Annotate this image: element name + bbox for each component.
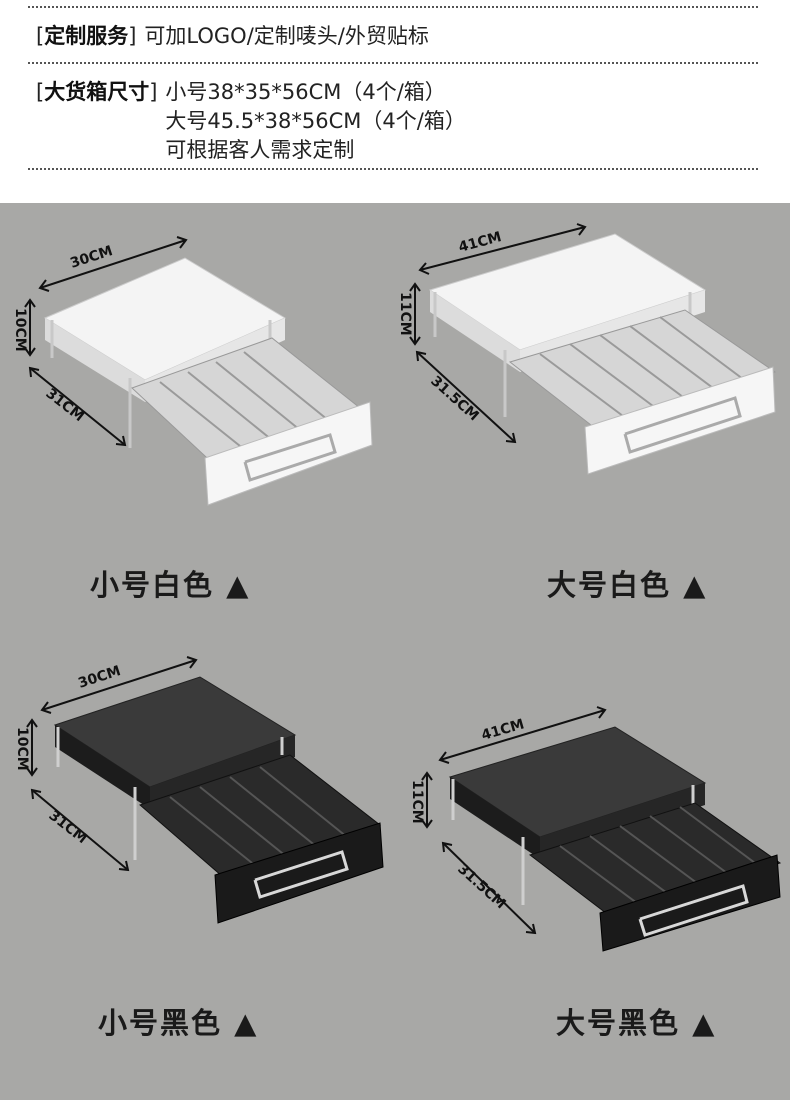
depth-label: 31CM — [46, 808, 90, 848]
spec-values: 小号38*35*56CM（4个/箱） 大号45.5*38*56CM（4个/箱） … — [165, 78, 465, 165]
spec-custom-service: [定制服务] 可加LOGO/定制唛头/外贸贴标 — [36, 22, 429, 51]
divider-bottom — [28, 168, 758, 170]
divider-middle — [28, 62, 758, 64]
product-small-white: 30CM 10CM 31CM — [0, 230, 395, 520]
width-label: 41CM — [457, 229, 503, 256]
spec-label: [定制服务] — [36, 24, 137, 48]
product-caption: 小号黑色 ▲ — [98, 1006, 259, 1040]
spec-carton-size: [大货箱尺寸] 小号38*35*56CM（4个/箱） 大号45.5*38*56C… — [36, 78, 466, 165]
height-label: 11CM — [397, 292, 413, 336]
product-large-black: 41CM 11CM 31.5CM — [395, 705, 790, 955]
product-large-white: 41CM 11CM 31.5CM — [395, 222, 790, 512]
depth-label: 31.5CM — [454, 861, 508, 912]
spec-value-line: 可加LOGO/定制唛头/外贸贴标 — [144, 24, 429, 48]
spec-value-line: 大号45.5*38*56CM（4个/箱） — [165, 109, 466, 133]
height-label: 11CM — [409, 780, 425, 824]
height-label: 10CM — [12, 308, 28, 352]
spec-label: [大货箱尺寸] — [36, 80, 158, 104]
depth-label: 31CM — [43, 386, 87, 426]
spec-value-line: 可根据客人需求定制 — [165, 138, 355, 162]
drawer-illustration: 30CM 10CM 31CM — [14, 656, 384, 924]
width-label: 30CM — [76, 663, 123, 692]
product-caption: 小号白色 ▲ — [90, 568, 251, 602]
product-small-black: 30CM 10CM 31CM — [0, 655, 395, 945]
depth-label: 31.5CM — [427, 373, 481, 424]
drawer-illustration: 41CM 11CM 31.5CM — [397, 223, 777, 475]
width-label: 41CM — [480, 716, 526, 743]
product-caption: 大号黑色 ▲ — [556, 1006, 717, 1040]
height-label: 10CM — [14, 727, 30, 771]
drawer-illustration: 30CM 10CM 31CM — [12, 236, 373, 506]
product-caption: 大号白色 ▲ — [547, 568, 708, 602]
spec-values: 可加LOGO/定制唛头/外贸贴标 — [144, 22, 428, 51]
spec-value-line: 小号38*35*56CM（4个/箱） — [165, 80, 446, 104]
divider-top — [28, 6, 758, 8]
drawer-illustration: 41CM 11CM 31.5CM — [409, 706, 782, 952]
width-label: 30CM — [68, 243, 115, 272]
